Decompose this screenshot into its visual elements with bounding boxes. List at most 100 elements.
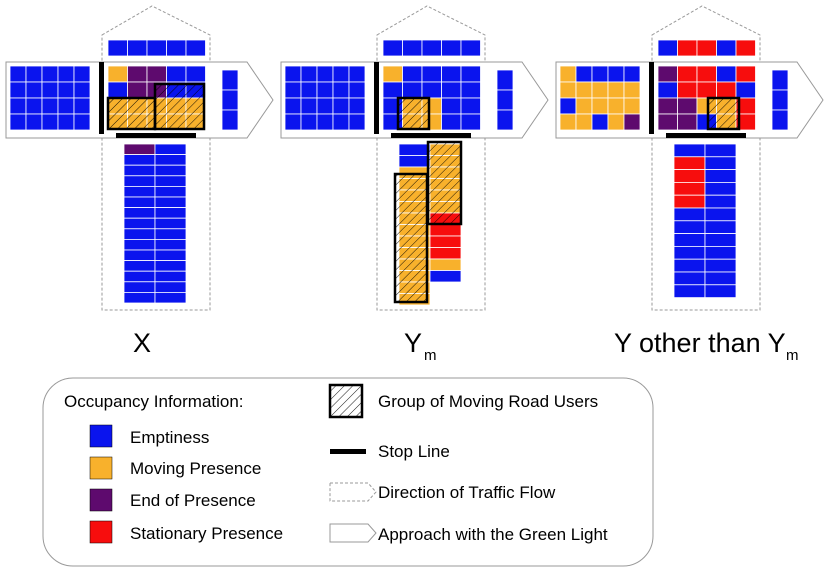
west-cell xyxy=(623,81,641,99)
stop-line-south xyxy=(391,133,471,138)
west-cell xyxy=(57,97,75,115)
south-right-cell xyxy=(154,154,187,166)
north-cell xyxy=(402,39,423,57)
west-cell xyxy=(9,97,27,115)
west-cell xyxy=(575,113,593,131)
west-cell xyxy=(73,81,91,99)
west-cell xyxy=(9,65,27,83)
west-cell xyxy=(348,97,366,115)
south-right-cell xyxy=(704,245,737,260)
south-left-cell xyxy=(123,238,156,251)
east-cell xyxy=(221,89,239,111)
west-cell xyxy=(591,65,609,83)
west-cell xyxy=(348,65,366,83)
south-left-cell xyxy=(123,175,156,187)
center-cell xyxy=(441,65,462,83)
south-right-cell xyxy=(704,181,737,196)
stop-line-west xyxy=(99,62,104,134)
center-cell xyxy=(657,81,678,99)
west-cell xyxy=(284,65,302,83)
west-cell xyxy=(57,81,75,99)
west-cell xyxy=(25,113,43,131)
moving-group-1 xyxy=(106,96,157,131)
center-cell xyxy=(716,81,737,99)
east-cell xyxy=(771,109,789,131)
east-cell xyxy=(221,109,239,131)
legend-label-stationary: Stationary Presence xyxy=(130,524,283,543)
west-cell xyxy=(332,113,350,131)
stop-line-south xyxy=(116,133,196,138)
caption-ym-main: Y xyxy=(404,328,422,358)
legend-swatch-end xyxy=(89,488,113,512)
legend: Occupancy Information: Emptiness Moving … xyxy=(42,377,654,567)
center-cell xyxy=(185,65,206,83)
west-cell xyxy=(73,65,91,83)
south-right-cell xyxy=(704,233,737,247)
west-cell xyxy=(25,81,43,99)
west-cell xyxy=(559,113,577,131)
west-cell xyxy=(41,97,59,115)
moving-group-2 xyxy=(153,82,206,131)
south-left-cell xyxy=(673,181,706,196)
legend-label-group: Group of Moving Road Users xyxy=(378,392,598,411)
south-right-cell xyxy=(154,175,187,187)
south-right-cell xyxy=(429,270,462,283)
center-cell xyxy=(441,97,462,115)
south-left-cell xyxy=(123,249,156,262)
south-left-cell xyxy=(673,194,706,209)
west-cell xyxy=(348,113,366,131)
center-cell xyxy=(677,97,698,115)
south-left-cell xyxy=(123,228,156,240)
south-right-cell xyxy=(154,238,187,251)
south-left-cell xyxy=(673,258,706,273)
south-left-cell xyxy=(398,155,431,168)
legend-frame xyxy=(42,377,654,567)
south-left-cell xyxy=(673,245,706,260)
north-cell xyxy=(382,39,403,57)
caption-ym-sub: m xyxy=(424,347,437,364)
moving-group-3 xyxy=(426,140,463,226)
west-cell xyxy=(332,65,350,83)
south-left-cell xyxy=(123,270,156,283)
south-right-cell xyxy=(704,220,737,235)
south-right-cell xyxy=(154,281,187,293)
center-cell xyxy=(657,65,678,83)
west-cell xyxy=(41,65,59,83)
west-cell xyxy=(348,81,366,99)
south-right-cell xyxy=(704,207,737,222)
center-cell xyxy=(735,65,756,83)
panel-3 xyxy=(555,5,824,311)
west-cell xyxy=(316,81,334,99)
center-cell xyxy=(657,97,678,115)
west-cell xyxy=(57,113,75,131)
north-cell xyxy=(441,39,462,57)
north-cell xyxy=(716,39,737,57)
north-cell xyxy=(127,39,148,57)
south-right-cell xyxy=(704,258,737,273)
caption-x: X xyxy=(133,328,151,358)
legend-swatch-empty xyxy=(89,424,113,448)
south-left-cell xyxy=(398,143,431,156)
west-cell xyxy=(559,65,577,83)
south-left-cell xyxy=(123,196,156,209)
south-right-cell xyxy=(154,217,187,230)
center-cell xyxy=(460,113,481,131)
west-cell xyxy=(300,113,318,131)
west-cell xyxy=(607,97,625,115)
south-left-cell xyxy=(673,233,706,247)
east-cell xyxy=(771,69,789,91)
south-left-cell xyxy=(123,185,156,198)
south-right-cell xyxy=(704,284,737,298)
south-left-cell xyxy=(123,164,156,177)
west-cell xyxy=(25,97,43,115)
center-cell xyxy=(441,81,462,99)
west-cell xyxy=(9,81,27,99)
center-cell xyxy=(166,65,187,83)
south-right-cell xyxy=(704,169,737,183)
moving-group-1 xyxy=(706,96,741,131)
center-cell xyxy=(460,81,481,99)
stop-line-west xyxy=(649,62,654,134)
caption-y-other-main: Y other than Y xyxy=(614,328,786,358)
east-cell xyxy=(221,69,239,91)
legend-heading: Occupancy Information: xyxy=(64,392,244,411)
